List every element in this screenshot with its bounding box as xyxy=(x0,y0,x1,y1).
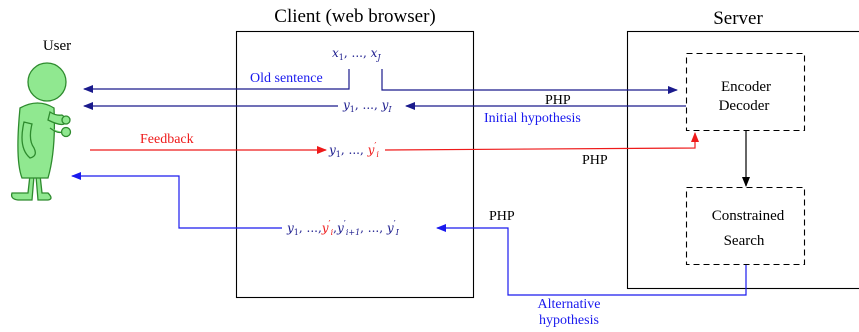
initial-translation: y1, ..., yI xyxy=(342,98,392,114)
alternative-label-line1: Alternative xyxy=(538,297,601,312)
old-sentence-arrow xyxy=(83,69,350,93)
encoder-decoder-box xyxy=(685,52,806,132)
alternative-translation: y1, ...,y′i,y′i+1, ..., y′I xyxy=(286,220,400,237)
alternative-to-user-arrow xyxy=(71,172,282,229)
user-icon xyxy=(10,62,72,201)
source-to-server-arrow xyxy=(381,69,678,94)
encoder-label: Encoder xyxy=(721,79,771,95)
server-box xyxy=(626,30,859,290)
initial-hypothesis-label: Initial hypothesis xyxy=(484,111,581,126)
php-middle-label: PHP xyxy=(582,153,608,168)
old-sentence-label: Old sentence xyxy=(250,71,323,86)
php-top-label: PHP xyxy=(545,93,571,108)
alternative-label-line2: hypothesis xyxy=(539,313,599,328)
decoder-label: Decoder xyxy=(719,98,770,114)
server-title: Server xyxy=(713,8,763,29)
feedback-label: Feedback xyxy=(140,132,194,147)
php-bottom-label: PHP xyxy=(489,209,515,224)
alternative-hypothesis-arrow xyxy=(436,224,747,296)
client-box xyxy=(235,30,475,299)
client-title: Client (web browser) xyxy=(274,6,435,27)
feedback-to-server-arrow xyxy=(384,132,699,151)
constrained-label: Constrained xyxy=(712,208,785,224)
search-label: Search xyxy=(724,233,765,249)
source-sentence: x1, ..., xJ xyxy=(332,46,381,62)
feedback-prefix: y1, ..., y′i xyxy=(328,142,379,159)
constrained-search-box xyxy=(685,186,806,266)
user-label: User xyxy=(43,38,71,54)
